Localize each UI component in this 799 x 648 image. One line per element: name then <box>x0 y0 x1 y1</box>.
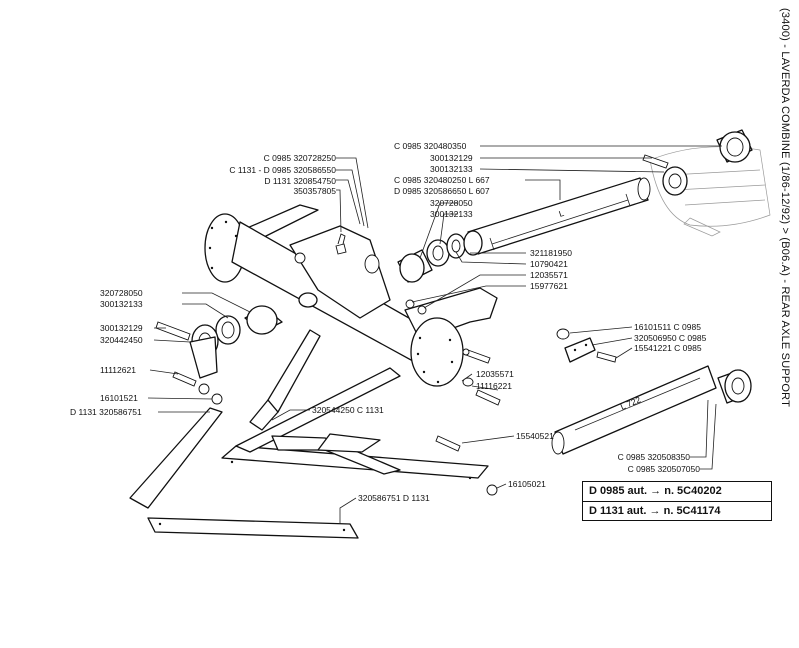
part-label: 12035571 <box>476 369 514 379</box>
page-title-text: (3400) - LAVERDA COMBINE (1/86-12/92) > … <box>779 8 791 408</box>
part-label: 321181950 <box>530 248 572 258</box>
drawbar-arm <box>129 407 223 509</box>
part-label: 320728050 <box>100 288 143 298</box>
axle-support-frame <box>204 204 498 387</box>
axle-length-label: L <box>558 208 566 219</box>
part-label: 11112621 <box>100 365 136 375</box>
drawbar-a-frame <box>221 329 498 496</box>
part-label: 320728050 <box>430 198 473 208</box>
part-label: 15977621 <box>530 281 568 291</box>
part-label: 15540521 <box>516 431 554 441</box>
left-bushing-set <box>155 305 283 405</box>
arrow-right-icon: → <box>650 485 662 497</box>
part-label: 320544250 C 1131 <box>312 405 384 415</box>
axle-shaft <box>463 129 753 256</box>
part-label: 300132129 <box>430 153 473 163</box>
part-label: 300132133 <box>100 299 143 309</box>
serial-number: n. 5C40202 <box>664 485 722 497</box>
part-label: D 0985 320586650 L 607 <box>394 186 490 196</box>
part-label: 300132129 <box>100 323 143 333</box>
part-label: D 1131 320586751 <box>70 407 142 417</box>
part-label: C 0985 320507050 <box>628 464 701 474</box>
serial-row: D 1131 aut. → n. 5C41174 <box>583 501 771 521</box>
part-label: 320586751 D 1131 <box>358 493 430 503</box>
part-label: C 0985 320508350 <box>618 452 691 462</box>
part-label: 320506950 C 0985 <box>634 333 707 343</box>
part-label: 11116221 <box>476 381 512 391</box>
part-label: 320442450 <box>100 335 143 345</box>
serial-number-table: D 0985 aut. → n. 5C40202 D 1131 aut. → n… <box>582 481 772 521</box>
part-label: 300132133 <box>430 164 473 174</box>
part-label: D 1131 320854750 <box>264 176 336 186</box>
part-labels: C 0985 320728250 C 1131 - D 0985 3205865… <box>70 141 707 503</box>
part-label: 10790421 <box>530 259 568 269</box>
part-label: C 0985 320728250 <box>264 153 337 163</box>
part-label: 16105021 <box>508 479 546 489</box>
flange-bolts <box>462 348 501 406</box>
part-label: 16101511 C 0985 <box>634 322 701 332</box>
page-title: (3400) - LAVERDA COMBINE (1/86-12/92) > … <box>778 8 794 638</box>
part-label: 15541221 C 0985 <box>634 343 702 353</box>
serial-model: D 1131 aut. <box>589 505 647 517</box>
part-label: C 0985 320480350 <box>394 141 467 151</box>
serial-row: D 0985 aut. → n. 5C40202 <box>583 482 771 501</box>
serial-number: n. 5C41174 <box>663 505 721 517</box>
leader-lines <box>147 145 722 524</box>
bottom-plate <box>147 517 359 539</box>
part-label: 16101521 <box>100 393 138 403</box>
part-label: C 0985 320480250 L 667 <box>394 175 490 185</box>
part-label: C 1131 - D 0985 320586550 <box>229 165 336 175</box>
part-label: 350357805 <box>293 186 336 196</box>
part-label: 300132133 <box>430 209 473 219</box>
pivot-beam <box>551 328 752 455</box>
grease-nipple-icon <box>335 233 347 255</box>
arrow-right-icon: → <box>649 505 661 517</box>
serial-model: D 0985 aut. <box>589 485 648 497</box>
part-label: 12035571 <box>530 270 568 280</box>
